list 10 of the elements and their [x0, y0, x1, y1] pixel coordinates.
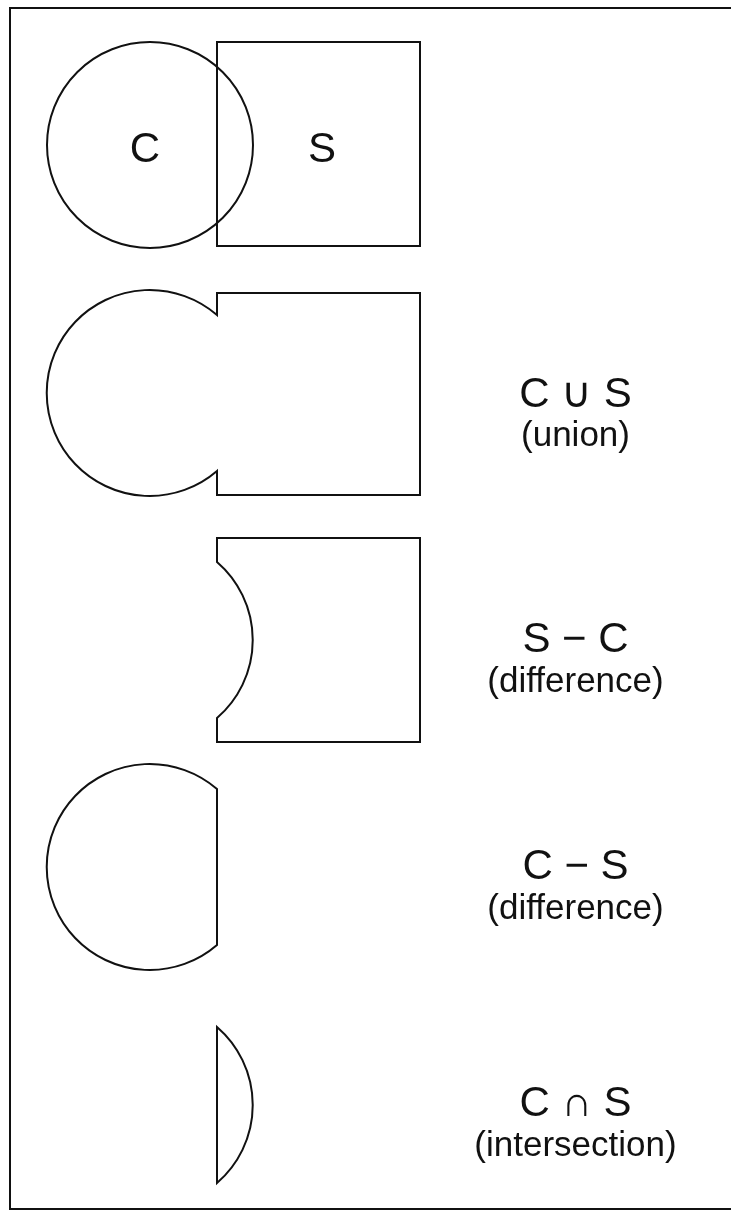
set-letter: S	[308, 124, 336, 172]
set-letter: C	[129, 124, 161, 172]
set-expression: C − S	[521, 841, 630, 889]
operation-name: (intersection)	[473, 1124, 678, 1164]
operation-name: (difference)	[486, 660, 665, 700]
operation-name: (difference)	[486, 887, 665, 927]
operation-name: (union)	[520, 414, 631, 454]
set-expression: C ∪ S	[518, 368, 633, 417]
set-expression: C ∩ S	[518, 1078, 633, 1126]
set-expression: S − C	[521, 614, 630, 662]
